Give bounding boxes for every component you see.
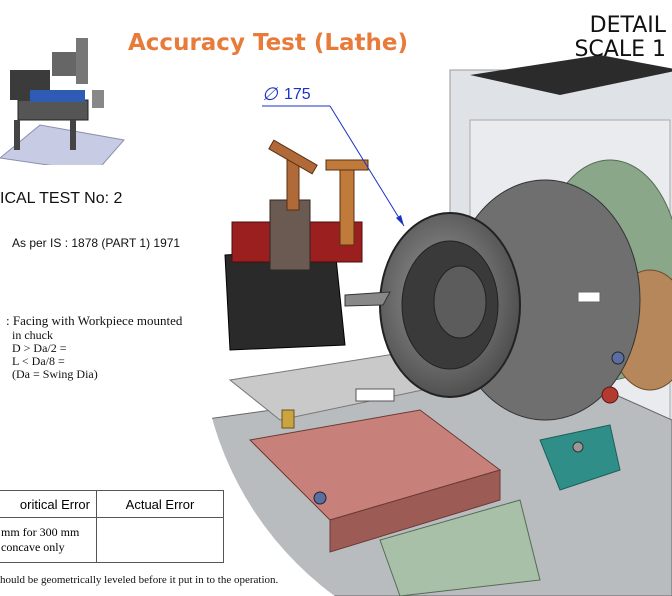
permissible-line-1: mm for 300 mm <box>1 525 80 539</box>
diameter-value: 175 <box>284 86 311 103</box>
detail-line-1: DETAIL <box>589 13 666 38</box>
measuring-line-5: (Da = Swing Dia) <box>12 367 98 381</box>
footer-note: hould be geometrically leveled before it… <box>0 574 279 586</box>
table-header-permissible: oritical Error <box>0 490 97 518</box>
page-title: Accuracy Test (Lathe) <box>128 30 409 56</box>
standard-reference: As per IS : 1878 (PART 1) 1971 <box>12 236 181 250</box>
test-number: ICAL TEST No: 2 <box>0 190 123 207</box>
error-table: oritical Error Actual Error mm for 300 m… <box>0 490 224 563</box>
permissible-error-cell: mm for 300 mm concave only <box>0 517 97 563</box>
table-row: mm for 300 mm concave only <box>0 517 224 563</box>
measuring-line-3: D > Da/2 = <box>12 341 67 355</box>
actual-error-cell <box>96 517 224 563</box>
measuring-line-4: L < Da/8 = <box>12 354 65 368</box>
table-header-row: oritical Error Actual Error <box>0 490 224 518</box>
table-header-actual: Actual Error <box>96 490 224 518</box>
measuring-method: : Facing with Workpiece mounted <box>6 313 183 328</box>
detail-line-2: SCALE 1 <box>574 37 666 62</box>
measuring-line-2: in chuck <box>12 328 53 342</box>
lathe-thumbnail <box>0 38 125 165</box>
permissible-line-2: concave only <box>1 540 65 554</box>
diameter-symbol: ∅ <box>262 84 278 104</box>
detail-label: DETAIL SCALE 1 <box>574 14 666 62</box>
